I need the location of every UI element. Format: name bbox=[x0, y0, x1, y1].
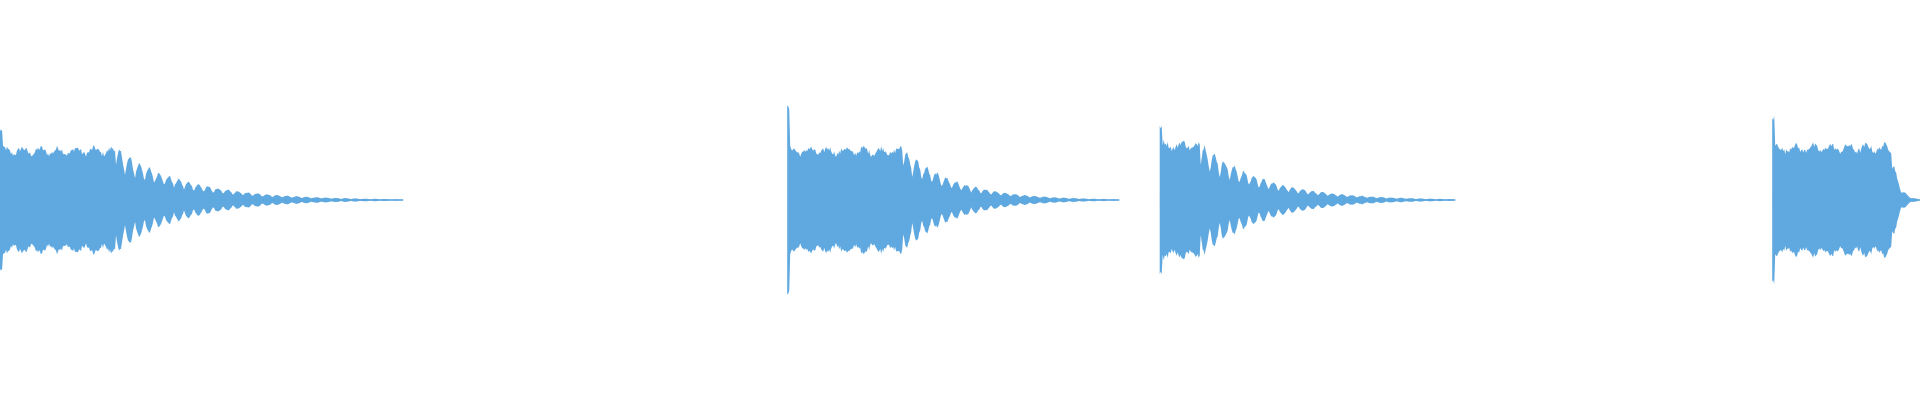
waveform-clips bbox=[0, 105, 1920, 295]
